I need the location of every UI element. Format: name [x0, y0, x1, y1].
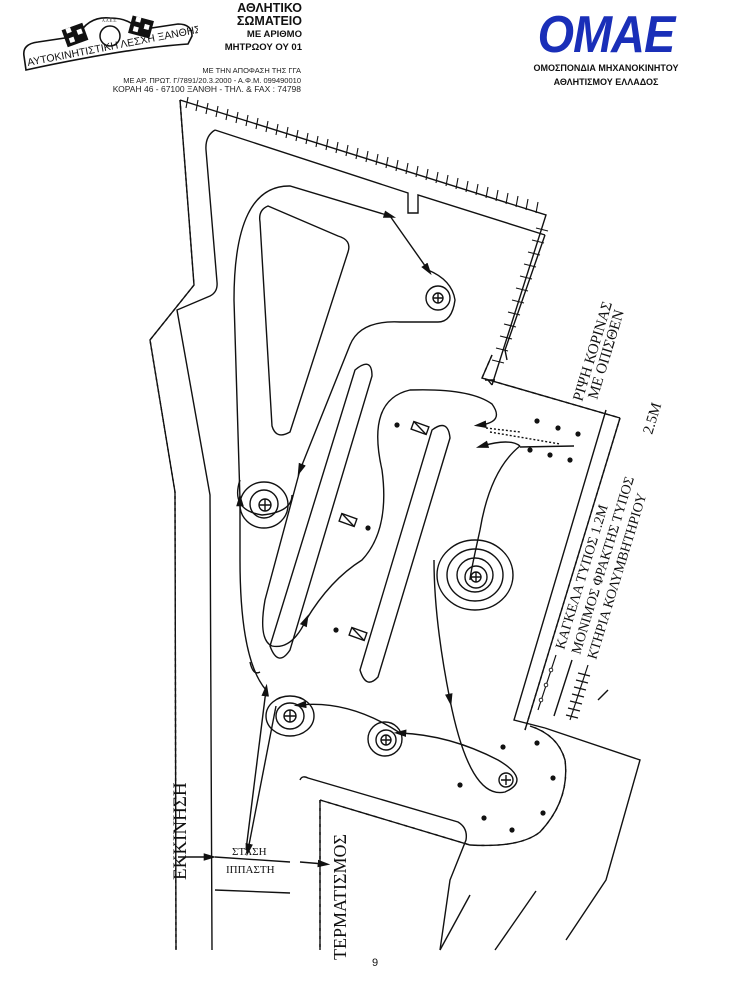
island-bottom-left	[249, 661, 261, 674]
island-slot-right	[359, 424, 451, 683]
route-path	[245, 705, 277, 857]
steering-wheel-icon	[99, 25, 121, 47]
track-boundary-left	[176, 129, 218, 951]
pylon-bottom-left	[265, 695, 315, 737]
start-line	[214, 856, 291, 863]
club-line-1: ΑΘΛΗΤΙΚΟ	[237, 1, 302, 15]
route-path	[236, 493, 267, 691]
route-path	[393, 699, 518, 794]
pylon-bottom-right	[498, 772, 514, 788]
stop-label-line2: ΙΠΠΑΣΤΗ	[226, 864, 275, 876]
gate-markers	[338, 420, 430, 642]
checkered-flag-icon	[61, 22, 89, 48]
club-logo-small: Α.Λ.Ε.Ξ.	[102, 18, 117, 23]
island-triangle	[258, 205, 350, 436]
club-info-line: ΚΟΡΑΗ 46 - 67100 ΞΑΝΘΗ - ΤΗΛ. & FAX : 74…	[112, 84, 301, 94]
hatch-marks	[185, 96, 549, 364]
cone-area	[485, 427, 561, 445]
route-path	[469, 445, 521, 581]
start-label: ΕΚΚΙΝΗΣΗ	[170, 782, 191, 880]
club-line-4: ΜΗΤΡΩΟΥ ΟΥ 01	[224, 42, 302, 53]
page-number: 9	[371, 957, 379, 969]
club-status: ΑΘΛΗΤΙΚΟ ΣΩΜΑΤΕΙΟ ΜΕ ΑΡΙΘΜΟ ΜΗΤΡΩΟΥ ΟΥ 0…	[194, 2, 302, 54]
club-info: ΜΕ ΤΗΝ ΑΠΟΦΑΣΗ ΤΗΣ ΓΓΑ ΜΕ ΑΡ. ΠΡΩΤ. Γ/78…	[58, 66, 301, 95]
route-path	[433, 559, 453, 707]
route-path	[233, 185, 397, 501]
pylon-bottom-mid	[367, 721, 403, 757]
legend: ΚΑΓΚΕΛΑ ΤΥΠΟΣ 1.2Μ ΜΟΝΙΜΟΣ ΦΡΑΚΤΗΣ ΤΥΠΟΣ…	[537, 475, 650, 721]
stop-line	[214, 889, 291, 894]
track-boundary-bottom	[299, 776, 468, 951]
club-info-line: ΜΕ ΤΗΝ ΑΠΟΦΑΣΗ ΤΗΣ ΓΓΑ	[202, 66, 301, 75]
width-label: 2.5Μ	[641, 401, 666, 436]
route-path	[293, 700, 401, 734]
island-slot-left	[269, 363, 373, 659]
club-line-2: ΣΩΜΑΤΕΙΟ	[236, 14, 302, 28]
finish-label: ΤΕΡΜΑΤΙΣΜΟΣ	[330, 834, 350, 960]
cone-dots	[333, 418, 581, 833]
club-info-line: ΜΕ ΑΡ. ΠΡΩΤ. Γ/7891/20.3.2000 - Α.Φ.Μ. 0…	[123, 75, 301, 85]
stop-label-line1: ΣΤΑΣΗ	[232, 846, 267, 858]
route-path	[475, 440, 521, 448]
federation-logo: OMAE	[537, 6, 676, 64]
pylon-left	[239, 481, 289, 529]
club-line-3: ΜΕ ΑΡΙΘΜΟ	[246, 29, 302, 40]
route-path	[236, 479, 293, 516]
federation-name-line-1: ΟΜΟΣΠΟΝΔΙΑ ΜΗΧΑΝΟΚΙΝΗΤΟΥ	[533, 63, 679, 73]
club-header: Α.Λ.Ε.Ξ. ΑΥΤΟΚΙΝΗΤΙΣΤΙΚΗ ΛΕΣΧΗ ΞΑΝΘΗΣ ΑΘ…	[18, 2, 302, 95]
route-path	[389, 215, 432, 276]
finish-arrow	[299, 859, 331, 868]
fence-right-c	[597, 689, 609, 701]
building-wall-top	[179, 99, 547, 386]
route-path	[245, 683, 269, 851]
pylon-top	[425, 285, 451, 311]
fence-right-a	[513, 409, 607, 729]
pylon-spiral	[436, 539, 514, 611]
building-hatched-icon	[565, 664, 591, 721]
route-path	[297, 269, 456, 476]
federation-name-line-2: ΑΘΛΗΤΙΣΜΟΥ ΕΛΛΑΔΟΣ	[553, 77, 659, 87]
federation-header: OMAE ΟΜΟΣΠΟΝΔΙΑ ΜΗΧΑΝΟΚΙΝΗΤΟΥ ΑΘΛΗΤΙΣΜΟΥ…	[506, 6, 706, 88]
route-path	[262, 469, 309, 648]
club-logo: Α.Λ.Ε.Ξ. ΑΥΤΟΚΙΝΗΤΙΣΤΙΚΗ ΛΕΣΧΗ ΞΑΝΘΗΣ	[22, 15, 198, 71]
checkered-flag-icon	[128, 15, 154, 39]
fence-permanent-icon	[553, 659, 573, 717]
route-path	[305, 389, 498, 621]
